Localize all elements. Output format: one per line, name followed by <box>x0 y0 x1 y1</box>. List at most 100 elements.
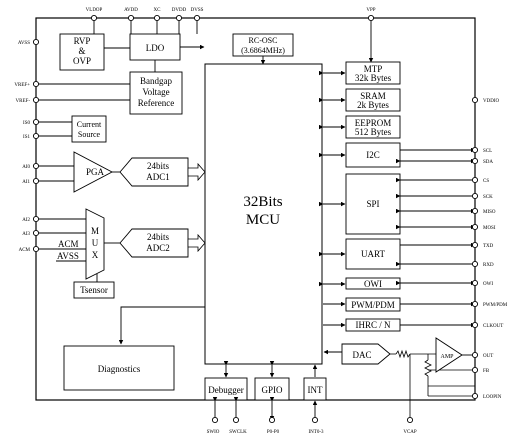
sram-label-1: SRAM <box>360 91 386 101</box>
pin-owi <box>471 279 479 287</box>
pin-label-sda: SDA <box>483 160 493 165</box>
pin-int0-3 <box>311 416 319 424</box>
pin-label-scl: SCL <box>483 149 492 154</box>
spi-label: SPI <box>366 199 379 209</box>
pin-avss <box>32 38 40 46</box>
current-source-block <box>71 115 107 143</box>
pin-label-avdd: AVDD <box>124 8 138 13</box>
pin-vddio <box>471 96 479 104</box>
pin-label-ai3: AI3 <box>22 232 30 237</box>
pin-label-pwm-pdm: PWM/PDM <box>483 303 508 308</box>
gpio-label: GPIO <box>261 385 283 395</box>
pin-label-miso: MISO <box>483 210 496 215</box>
mux-label-m: M <box>91 226 99 236</box>
adc1-label-2: ADC1 <box>146 172 170 182</box>
int-block <box>303 377 327 401</box>
pin-cs <box>471 176 479 184</box>
pin-label-vpp: VPP <box>366 8 375 13</box>
pin-fb <box>471 366 479 374</box>
mcu-label-1: 32Bits <box>243 194 282 210</box>
pin-clkout <box>471 321 479 329</box>
mcu-block <box>204 63 323 365</box>
pin-label-vcap: VCAP <box>403 430 417 435</box>
pin-label-swclk: SWCLK <box>229 430 247 435</box>
pin-label-int0-3: INT0-3 <box>309 430 324 435</box>
mcu-out-arrows <box>323 301 346 355</box>
debugger-block <box>204 377 248 401</box>
adc2-bus-arrow <box>187 233 206 253</box>
i2c-block <box>345 142 401 168</box>
adc1-bus-arrow <box>187 162 206 182</box>
pin-ai2 <box>32 215 40 223</box>
dac-label: DAC <box>352 350 371 360</box>
uart-label: UART <box>361 249 385 259</box>
pin-label-loopin: LOOPIN <box>483 395 502 400</box>
tsensor-block <box>73 281 115 299</box>
eeprom-label-2: 512 Bytes <box>355 127 392 137</box>
spi-block <box>345 173 401 235</box>
rvp-label: RVP <box>74 36 91 46</box>
pin-label-txd: TXD <box>483 244 494 249</box>
rc-osc-label-1: RC-OSC <box>249 36 278 45</box>
pin-label-fb: FB <box>483 369 490 374</box>
pin-label-ai1: AI1 <box>22 180 30 185</box>
mux-label-x: X <box>92 250 99 260</box>
pga-amplifier <box>73 151 113 193</box>
pin-dvdd <box>175 14 183 22</box>
pin-pwm-pdm <box>471 300 479 308</box>
bandgap-label-2: Voltage <box>142 87 169 97</box>
pin-is0 <box>32 118 40 126</box>
tsensor-label: Tsensor <box>80 285 108 295</box>
owi-label: OWI <box>364 279 382 289</box>
pin-vpp <box>367 14 375 22</box>
pin-avdd <box>127 14 135 22</box>
ldo-block <box>129 33 181 61</box>
mtp-block <box>345 61 401 85</box>
pin-swclk <box>232 416 240 424</box>
pin-dvss <box>193 14 201 22</box>
mux-input-avss: AVSS <box>57 251 79 261</box>
i2c-label: I2C <box>366 150 380 160</box>
pin-swio <box>211 416 219 424</box>
pin-miso <box>471 207 479 215</box>
eeprom-block <box>345 115 401 139</box>
pin-label-p0: P0-P0 <box>267 430 280 435</box>
mux-input-acm: ACM <box>58 239 79 249</box>
adc2-label-2: ADC2 <box>146 243 170 253</box>
pin-label-is1: IS1 <box>23 135 30 140</box>
pin-acm <box>32 245 40 253</box>
mux-label-u: U <box>92 238 99 248</box>
pin-is1 <box>32 132 40 140</box>
pin-vcap <box>406 416 414 424</box>
pin-loopin <box>471 392 479 400</box>
sram-block <box>345 88 401 112</box>
bottom-pins-wires <box>212 396 318 421</box>
pin-label-ai2: AI2 <box>22 218 30 223</box>
ihrc-label: IHRC / N <box>355 320 391 330</box>
pin-label-avss: AVSS <box>18 41 30 46</box>
bandgap-block <box>129 71 183 115</box>
pin-label-dvss: DVSS <box>191 8 204 13</box>
pin-xc <box>153 14 161 22</box>
mtp-label-1: MTP <box>364 64 383 74</box>
pin-label-swio: SWIO <box>207 430 220 435</box>
pin-label-vldop: VLDOP <box>86 8 103 13</box>
pin-vldop <box>90 14 98 22</box>
mcu-bus-arrows <box>318 70 346 287</box>
mtp-label-2: 32k Bytes <box>355 73 392 83</box>
pin-label-ai0: AI0 <box>22 165 30 170</box>
pin-out <box>471 351 479 359</box>
bandgap-label-1: Bandgap <box>140 76 172 86</box>
pin-label-dvdd: DVDD <box>172 8 187 13</box>
pin-label-owi: OWI <box>483 282 493 287</box>
rc-osc-label-2: (3.6864MHz) <box>241 46 285 55</box>
pin-label-xc: XC <box>154 8 162 13</box>
pin-vref-minus <box>32 96 40 104</box>
amp-label: AMP <box>440 354 454 360</box>
adc1-label-1: 24bits <box>147 161 170 171</box>
pin-label-acm: ACM <box>19 248 31 253</box>
pin-label-clkout: CLKOUT <box>483 324 503 329</box>
pin-label-out: OUT <box>483 354 493 359</box>
ldo-label: LDO <box>146 43 165 53</box>
